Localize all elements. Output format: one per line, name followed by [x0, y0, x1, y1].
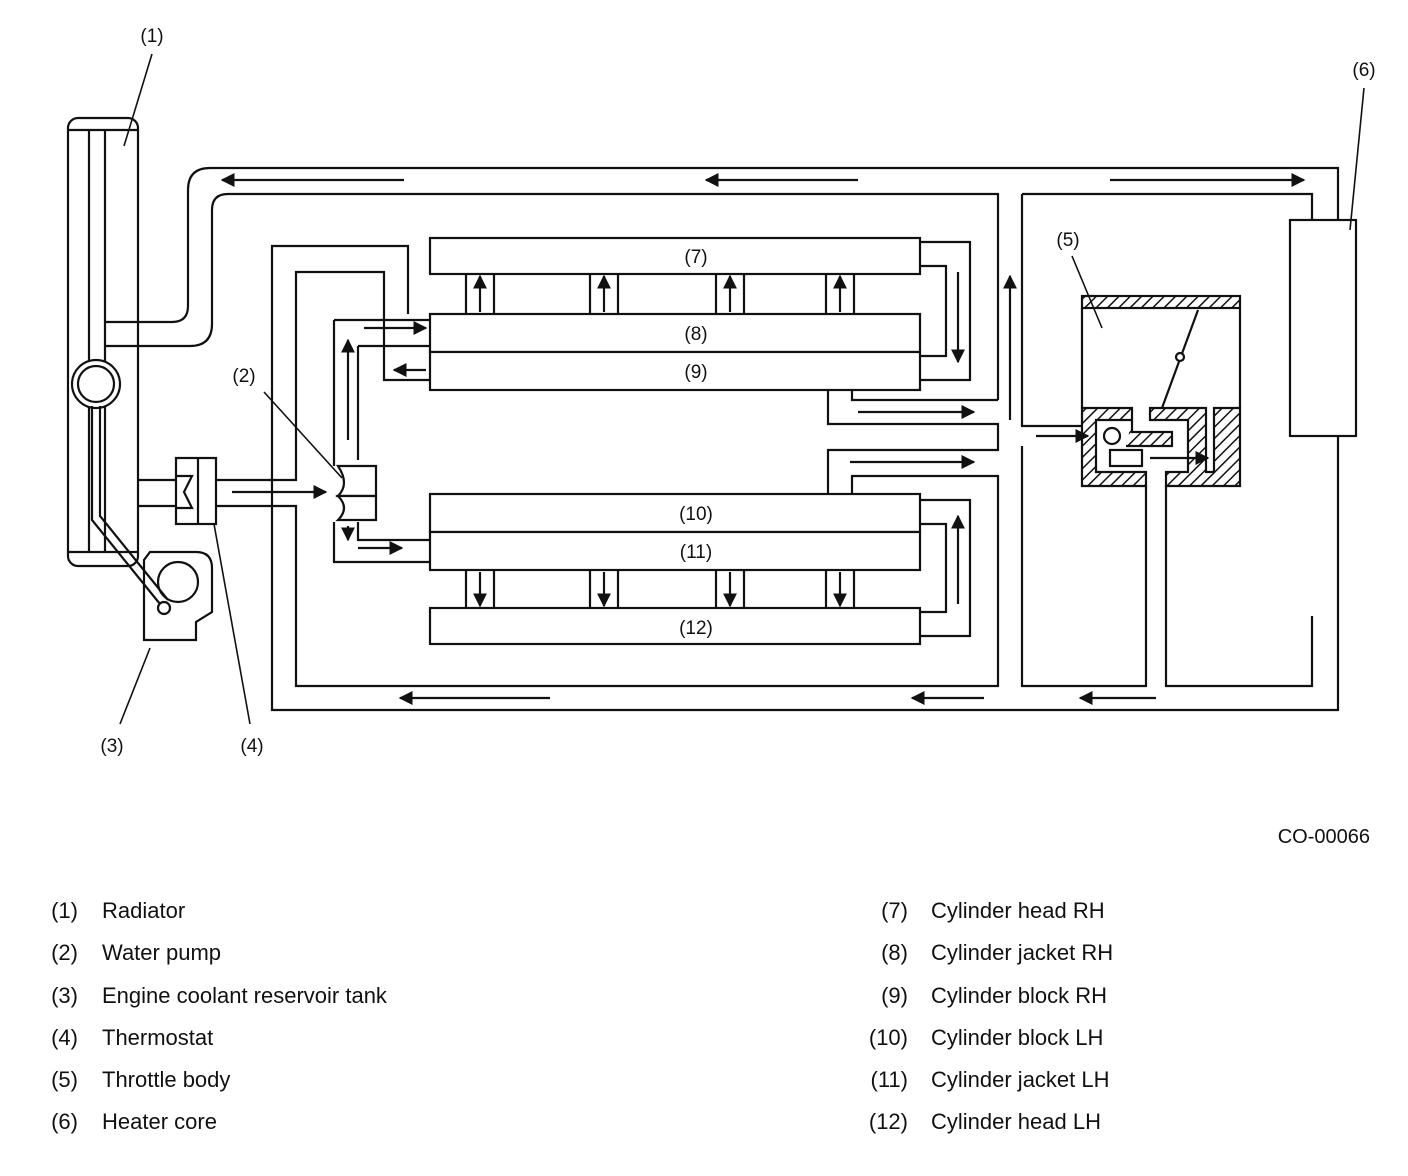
callout-2: (2) — [232, 366, 255, 387]
legend-label: Throttle body — [102, 1067, 231, 1093]
legend-label: Heater core — [102, 1109, 217, 1135]
legend-number: (1) — [51, 898, 78, 923]
thermostat — [138, 456, 262, 526]
legend-item: (1) Radiator — [48, 898, 548, 940]
radiator — [66, 116, 140, 568]
legend-item: (10) Cylinder block LH — [862, 1025, 1342, 1067]
legend-number: (12) — [868, 1109, 908, 1135]
leader-lines — [119, 53, 1365, 725]
legend-label: Cylinder jacket RH — [931, 940, 1114, 966]
legend-label: Thermostat — [102, 1024, 214, 1050]
callout-5: (5) — [1056, 230, 1079, 251]
return-passage-lower — [262, 474, 1000, 688]
legend-number: (3) — [51, 982, 78, 1008]
legend-item: (7) Cylinder head RH — [862, 898, 1342, 940]
legend-number: (4) — [51, 1024, 78, 1050]
lh-end-loop — [920, 498, 972, 638]
legend-number: (7) — [881, 898, 908, 923]
coolant-reservoir-tank — [90, 406, 214, 642]
cylinder-jacket-lh — [428, 530, 922, 572]
cylinder-block-rh — [428, 350, 922, 392]
legend-right: (7) Cylinder head RH (8) Cylinder jacket R… — [862, 898, 1342, 1152]
flow-arrows — [220, 173, 1306, 705]
cylinder-head-rh — [428, 236, 922, 276]
legend-item: (6) Heater core — [48, 1109, 548, 1151]
callout-8: (8) — [684, 324, 707, 345]
callout-4: (4) — [240, 736, 263, 757]
callout-11: (11) — [680, 542, 712, 563]
legend-number: (9) — [881, 982, 908, 1008]
legend-number: (2) — [51, 940, 78, 966]
legend-item: (8) Cylinder jacket RH — [862, 940, 1342, 982]
upper-radiator-hose-inner — [105, 192, 1000, 400]
legend-number: (6) — [51, 1109, 78, 1135]
cylinder-block-lh — [428, 492, 922, 534]
legend-left: (1) Radiator (2) Water pump (3) Engine cool… — [48, 898, 548, 1152]
water-pump — [332, 318, 430, 564]
legend-item: (9) Cylinder block RH — [862, 983, 1342, 1025]
callout-6: (6) — [1352, 60, 1375, 81]
callout-9: (9) — [684, 362, 707, 383]
legend-number: (5) — [51, 1067, 78, 1093]
legend-label: Cylinder block LH — [931, 1024, 1104, 1050]
legend-label: Cylinder head RH — [931, 898, 1105, 923]
legend-label: Cylinder jacket LH — [931, 1067, 1110, 1093]
legend-item: (5) Throttle body — [48, 1067, 548, 1109]
figure-code: CO-00066 — [1277, 826, 1370, 848]
cylinder-jacket-rh — [428, 312, 922, 354]
legend-label: Radiator — [102, 898, 186, 923]
rh-end-loop — [920, 240, 972, 382]
cylinder-head-lh — [428, 606, 922, 646]
legend-item: (4) Thermostat — [48, 1025, 548, 1067]
callout-12: (12) — [679, 618, 713, 639]
legend-number: (10) — [868, 1024, 908, 1050]
callout-1: (1) — [140, 26, 163, 47]
legend-label: Engine coolant reservoir tank — [102, 982, 387, 1008]
return-passage — [262, 270, 430, 482]
legend-label: Cylinder block RH — [931, 982, 1108, 1008]
outlet-passage — [826, 390, 1000, 494]
legend-item: (3) Engine coolant reservoir tank — [48, 983, 548, 1025]
legend-item: (2) Water pump — [48, 940, 548, 982]
legend-label: Cylinder head LH — [931, 1109, 1101, 1135]
head-jacket-passages — [464, 274, 856, 608]
throttle-body-circuit — [1020, 194, 1314, 688]
callout-3: (3) — [100, 736, 123, 757]
legend-label: Water pump — [102, 940, 222, 966]
coolant-flow-diagram: (1) (2) (3) (4) (5) (6) (7) (8) (9) (10)… — [66, 26, 1376, 757]
callout-7: (7) — [684, 247, 707, 268]
legend-number: (8) — [881, 940, 908, 966]
callout-labels: (1) (2) (3) (4) (5) (6) (7) (8) (9) (10)… — [100, 26, 1375, 757]
throttle-body — [1080, 294, 1242, 488]
legend-item: (12) Cylinder head LH — [862, 1109, 1342, 1151]
callout-10: (10) — [679, 504, 713, 525]
legend-number: (11) — [870, 1067, 909, 1093]
legend-item: (11) Cylinder jacket LH — [862, 1067, 1342, 1109]
heater-core — [1288, 218, 1358, 438]
